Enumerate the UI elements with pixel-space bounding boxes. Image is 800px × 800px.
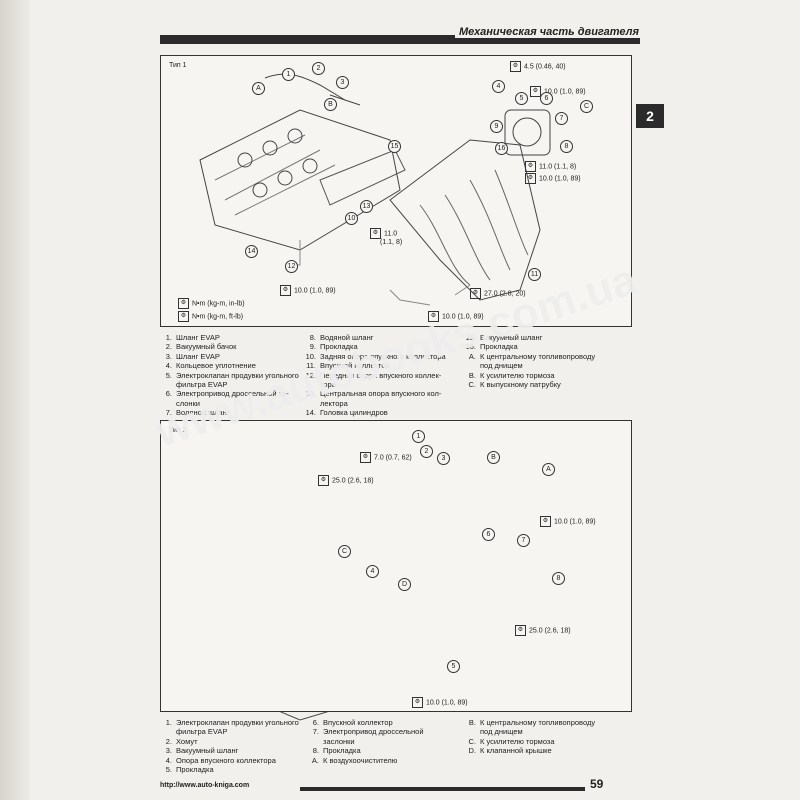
torque-spec: ⚙11.0 (1.1, 8) <box>525 161 576 172</box>
callout-marker: 16 <box>495 142 508 155</box>
section-title: Механическая часть двигателя <box>455 26 643 38</box>
callout-marker: 2 <box>420 445 433 458</box>
callout-marker: 14 <box>245 245 258 258</box>
callout-marker: A <box>542 463 555 476</box>
callout-marker: 1 <box>412 430 425 443</box>
callout-marker: 9 <box>490 120 503 133</box>
footer-rule <box>300 787 585 791</box>
torque-spec: ⚙10.0 (1.0, 89) <box>530 86 586 97</box>
callout-marker: 1 <box>282 68 295 81</box>
chapter-tab: 2 <box>636 104 664 128</box>
callout-marker: C <box>338 545 351 558</box>
callout-marker: C <box>580 100 593 113</box>
diagram-label: Тип 1 <box>169 62 187 69</box>
callout-marker: 7 <box>517 534 530 547</box>
intake-manifold-shape <box>389 139 541 301</box>
diagram-type-2: Тип 2 <box>160 420 632 712</box>
torque-spec: ⚙10.0 (1.0, 89) <box>428 311 484 322</box>
torque-spec: ⚙10.0 (1.0, 89) <box>525 173 581 184</box>
torque-spec: ⚙10.0 (1.0, 89) <box>280 285 336 296</box>
cylinder-head-shape <box>199 109 401 251</box>
torque-spec: ⚙7.0 (0.7, 62) <box>360 452 412 463</box>
footer-url: http://www.auto-kniga.com <box>160 782 250 789</box>
torque-spec: ⚙4.5 (0.46, 40) <box>510 61 566 72</box>
callout-marker: 12 <box>285 260 298 273</box>
callout-marker: 6 <box>540 92 553 105</box>
callout-marker: 10 <box>345 212 358 225</box>
callout-marker: 5 <box>515 92 528 105</box>
legend-type-1-col-3: 15.Вакуумный шланг 16.Прокладка A.К цент… <box>465 333 596 390</box>
torque-spec: ⚙10.0 (1.0, 89) <box>412 697 468 708</box>
callout-marker: B <box>324 98 337 111</box>
unit-legend-inlb: ⚙N•m (kg-m, in-lb) <box>178 298 245 309</box>
callout-marker: 2 <box>312 62 325 75</box>
callout-marker: 3 <box>437 452 450 465</box>
torque-spec: (1.1, 8) <box>380 239 403 246</box>
callout-marker: 4 <box>492 80 505 93</box>
callout-marker: 8 <box>552 572 565 585</box>
header-rule <box>160 35 640 44</box>
torque-spec: ⚙27.0 (2.8, 20) <box>470 288 526 299</box>
legend-type-2-col-2: 6.Впускной коллектор 7.Электропривод дро… <box>311 718 424 765</box>
callout-marker: 8 <box>560 140 573 153</box>
torque-spec: ⚙25.0 (2.6, 18) <box>515 625 571 636</box>
torque-spec: ⚙10.0 (1.0, 89) <box>540 516 596 527</box>
callout-marker: 11 <box>528 268 541 281</box>
callout-marker: D <box>398 578 411 591</box>
callout-marker: B <box>487 451 500 464</box>
unit-legend-ftlb: ⚙N•m (kg-m, ft-lb) <box>178 311 243 322</box>
diagram-type-1: Тип 1 <box>160 55 632 327</box>
callout-marker: 3 <box>336 76 349 89</box>
callout-marker: 4 <box>366 565 379 578</box>
callout-marker: 15 <box>388 140 401 153</box>
callout-marker: 13 <box>360 200 373 213</box>
callout-marker: A <box>252 82 265 95</box>
torque-spec: ⚙11.0 <box>370 228 397 239</box>
page-gutter-shadow <box>0 0 30 800</box>
callout-marker: 6 <box>482 528 495 541</box>
legend-type-1-col-2: 8.Водяной шланг 9.Прокладка 10.Задняя оп… <box>305 333 446 418</box>
diagram-label: Тип 2 <box>169 427 187 434</box>
legend-type-2-col-1: 1.Электроклапан продувки угольного фильт… <box>165 718 299 775</box>
legend-type-2-col-3: B.К центральному топливопроводу под днищ… <box>468 718 596 756</box>
torque-spec: ⚙25.0 (2.6, 18) <box>318 475 374 486</box>
legend-type-1-col-1: 1.Шланг EVAP 2.Вакуумный бачок 3.Шланг E… <box>165 333 299 418</box>
page-number: 59 <box>590 777 604 791</box>
callout-marker: 5 <box>447 660 460 673</box>
callout-marker: 7 <box>555 112 568 125</box>
